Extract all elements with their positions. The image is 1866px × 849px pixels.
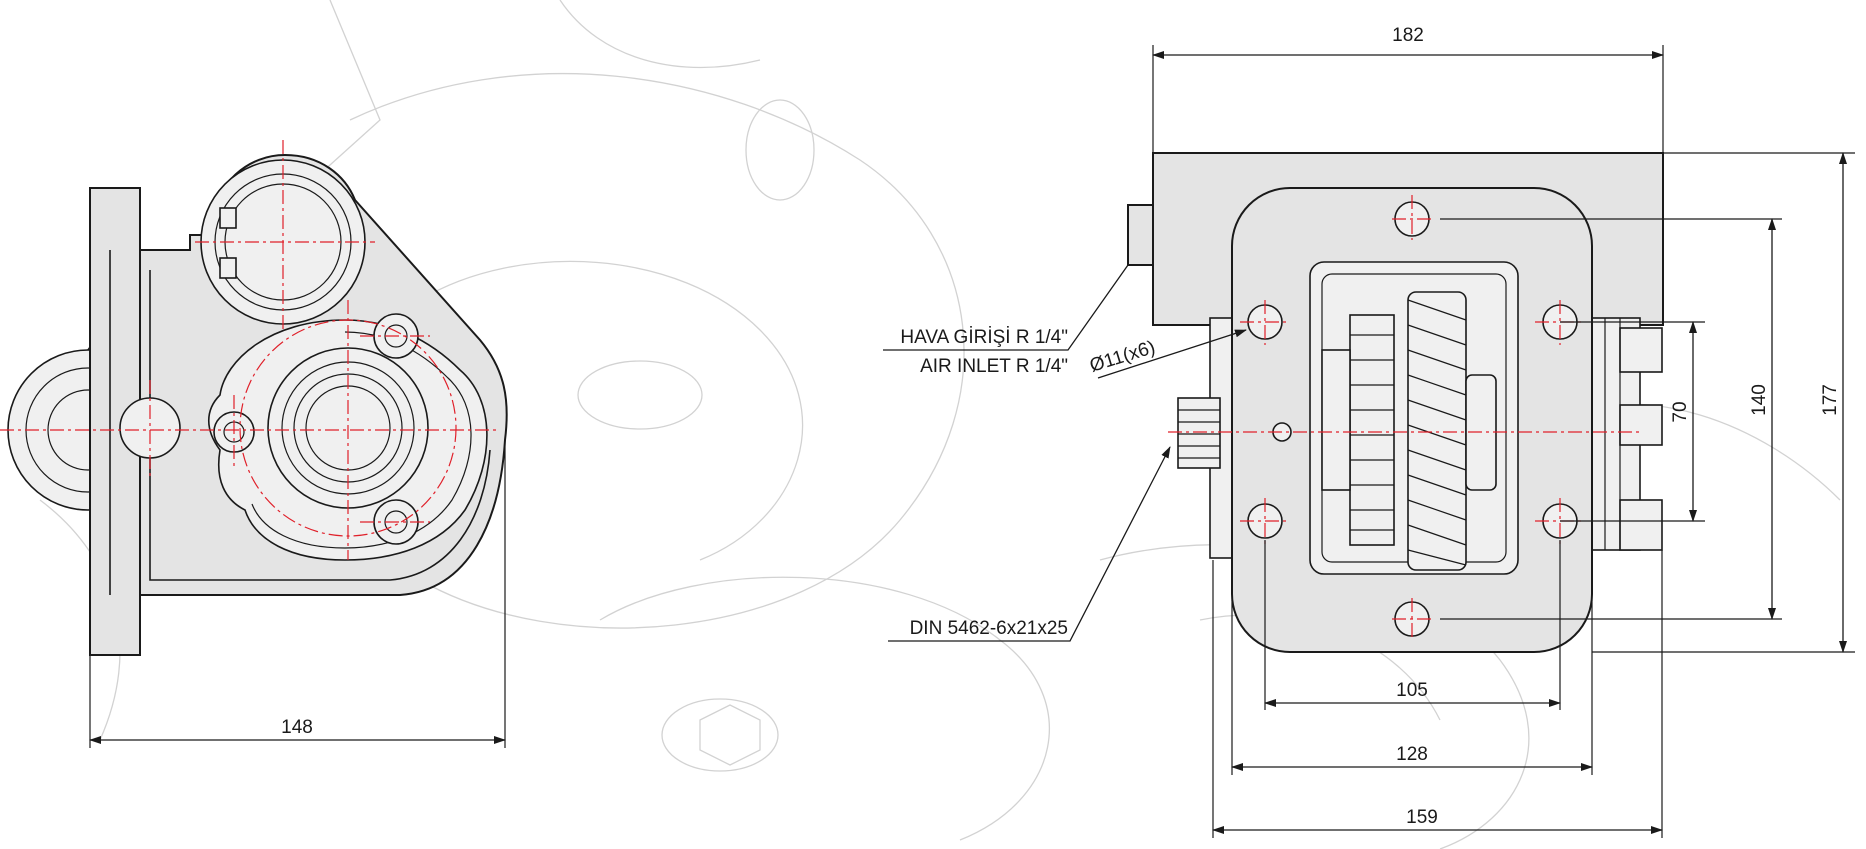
dimension-label: 70 (1670, 401, 1691, 422)
dimension-label: 128 (1396, 744, 1428, 765)
air-inlet-label-tr: HAVA GİRİŞİ R 1/4" (900, 327, 1068, 348)
dimension-label: 159 (1406, 807, 1438, 828)
shaft-spec-label: DIN 5462-6x21x25 (910, 618, 1068, 639)
shaft-spec-callout: DIN 5462-6x21x25 (888, 446, 1171, 642)
air-inlet-callout: HAVA GİRİŞİ R 1/4" AIR INLET R 1/4" (883, 264, 1129, 377)
side-view: 148 (0, 140, 508, 748)
centerlines-front (1168, 195, 1640, 640)
dimension-140: 140 (1440, 218, 1782, 620)
centerlines-side (0, 140, 500, 560)
dimension-148: 148 (89, 440, 506, 748)
dimension-182: 182 (1152, 25, 1664, 153)
dimension-105: 105 (1264, 540, 1561, 710)
dimension-159: 159 (1212, 550, 1663, 838)
side-ribs (1589, 317, 1663, 551)
dimension-label: 182 (1392, 25, 1424, 46)
dimension-label: 148 (281, 717, 313, 738)
hole-spec-label: Ø11(x6) (1087, 337, 1157, 377)
dimension-label: 105 (1396, 680, 1428, 701)
dimension-70: 70 (1560, 321, 1705, 522)
front-view: 182 105 128 159 70 (883, 25, 1855, 838)
dimension-177: 177 (1592, 152, 1855, 653)
dimension-label: 177 (1820, 384, 1841, 416)
dimension-label: 140 (1749, 384, 1770, 416)
air-inlet-label-en: AIR INLET R 1/4" (920, 356, 1068, 377)
air-inlet-port (1127, 204, 1154, 266)
dimension-128: 128 (1231, 600, 1593, 775)
gear-icon (1321, 291, 1497, 571)
